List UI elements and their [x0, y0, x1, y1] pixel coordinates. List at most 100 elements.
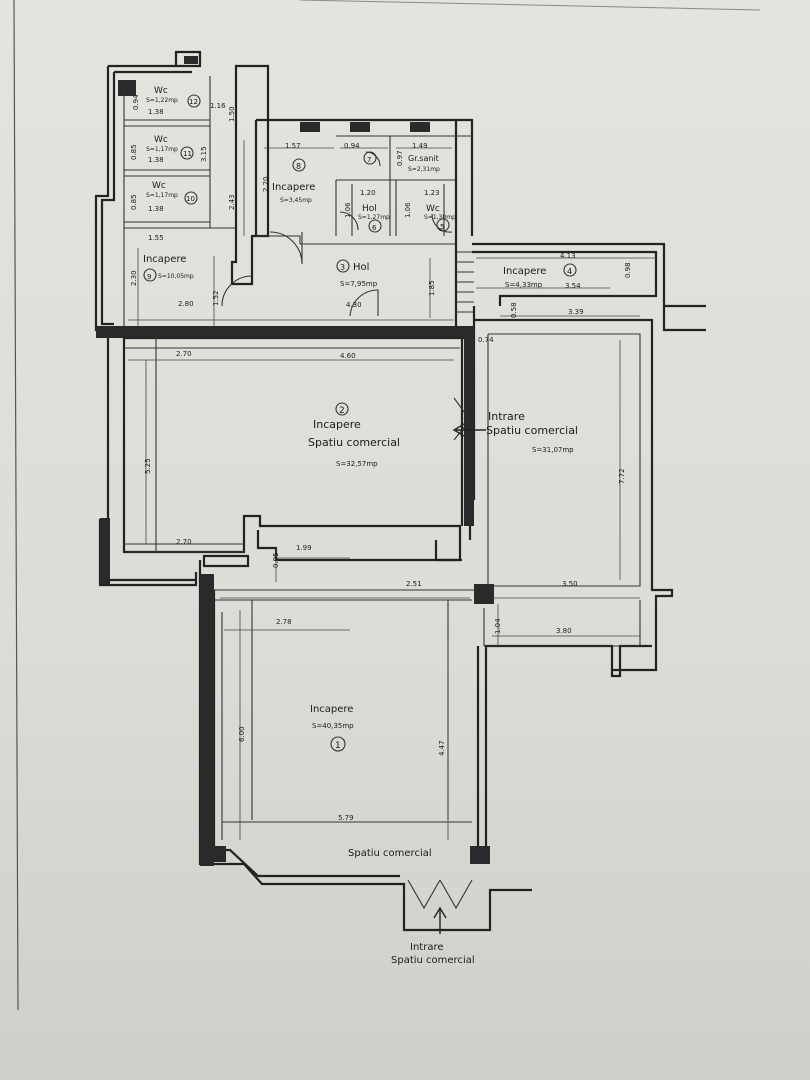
room6-number: 6	[372, 224, 377, 232]
dim-label: 1.38	[148, 205, 164, 213]
room2-number: 2	[339, 406, 345, 416]
dim-label: 5.25	[144, 458, 152, 474]
room6-area: S=1,27mp	[358, 214, 390, 221]
paper-top-line	[299, 0, 761, 11]
room7-number: 7	[367, 156, 371, 164]
room7-name: Gr.sanit	[408, 154, 439, 163]
dim-label: 0.85	[130, 194, 138, 210]
stairs	[456, 251, 474, 313]
dim-label: 1.38	[148, 156, 164, 164]
room2-area: S=32,57mp	[336, 460, 378, 468]
room4-number: 4	[567, 267, 572, 276]
dim-label: 5.79	[338, 814, 354, 822]
room3-name: Hol	[353, 262, 369, 273]
room10-name: Wc	[152, 181, 166, 191]
dim-label: 1.04	[494, 618, 502, 634]
doors	[221, 151, 473, 910]
room13-area: S=31,07mp	[532, 446, 574, 454]
dim-label: 1.52	[212, 290, 220, 306]
dim-label: 3.39	[568, 308, 584, 316]
room4-area: S=4,33mp	[505, 281, 543, 289]
dim-label: 3.50	[562, 580, 578, 588]
dim-label: 1.20	[360, 189, 376, 197]
dim-label: 0.94	[132, 94, 140, 110]
dim-label: 0.95	[272, 552, 280, 568]
dim-label: 1.06	[344, 202, 352, 218]
dim-label: 3.15	[200, 146, 208, 162]
dim-label: 2.80	[178, 300, 194, 308]
room3-number: 3	[340, 263, 345, 272]
dim-label: 0.74	[478, 336, 494, 344]
room4-name: Incapere	[503, 266, 546, 277]
room11-area: S=1,17mp	[146, 146, 178, 153]
dim-label: 2.20	[262, 176, 270, 192]
room-number-circles	[143, 94, 577, 752]
room11-name: Wc	[154, 135, 168, 145]
dim-label: 4.30	[346, 301, 362, 309]
room2-name: Incapere	[313, 418, 361, 431]
room8-area: S=3,45mp	[280, 197, 312, 204]
room5-name: Wc	[426, 204, 440, 214]
dimension-lines	[128, 140, 656, 840]
dim-label: 1.85	[428, 280, 436, 296]
dim-label: 4.13	[560, 252, 576, 260]
room10-number: 10	[186, 195, 195, 203]
dim-label: 1.16	[210, 102, 226, 110]
dim-label: 2.70	[176, 350, 192, 358]
room11-number: 11	[183, 150, 192, 158]
room2-subtitle: Spatiu comercial	[308, 436, 400, 449]
front-label: Spatiu comercial	[348, 848, 432, 859]
dim-label: 0.85	[130, 144, 138, 160]
entrance-bottom-label: Intrare	[410, 942, 444, 953]
room8-name: Incapere	[272, 182, 315, 193]
dim-label: 0.94	[344, 142, 360, 150]
room3-area: S=7,95mp	[340, 280, 378, 288]
dim-label: 2.78	[276, 618, 292, 626]
dim-label: 0.58	[510, 302, 518, 318]
dim-label: 1.99	[296, 544, 312, 552]
room5-number: 5	[440, 223, 444, 231]
entrance-right-label: Intrare	[488, 410, 525, 423]
room10-area: S=1,17mp	[146, 192, 178, 199]
room9-number: 9	[147, 273, 151, 281]
dim-label: 1.57	[285, 142, 301, 150]
solid-walls	[96, 56, 494, 866]
outer-walls	[94, 50, 706, 932]
dim-label: 7.72	[618, 468, 626, 484]
dim-label: 4.47	[438, 740, 446, 756]
paper-edge	[13, 0, 19, 1011]
room1-name: Incapere	[310, 704, 353, 715]
dim-label: 2.43	[228, 194, 236, 210]
room5-area: S=1,30mp	[424, 214, 456, 221]
room12-name: Wc	[154, 86, 168, 96]
room1-number: 1	[335, 741, 341, 751]
dim-label: 1.38	[148, 108, 164, 116]
interior-partitions	[123, 76, 641, 840]
room12-number: 12	[189, 98, 198, 106]
room9-name: Incapere	[143, 254, 186, 265]
dim-label: 3.54	[565, 282, 581, 290]
room13-name: Spatiu comercial	[486, 424, 578, 437]
dim-label: 6.00	[238, 726, 246, 742]
dim-label: 0.97	[396, 150, 404, 166]
dim-label: 2.70	[176, 538, 192, 546]
room9-area: S=10,05mp	[158, 273, 194, 280]
room1-area: S=40,35mp	[312, 722, 354, 730]
dim-label: 1.49	[412, 142, 428, 150]
dim-label: 1.06	[404, 202, 412, 218]
entrance-arrows	[433, 423, 486, 934]
entrance-bottom-sub: Spatiu comercial	[391, 955, 475, 966]
dim-label: 1.50	[228, 106, 236, 122]
dim-label: 3.80	[556, 627, 572, 635]
dim-label: 0.98	[624, 262, 632, 278]
dim-label: 2.30	[130, 270, 138, 286]
dim-label: 1.23	[424, 189, 440, 197]
dim-label: 4.60	[340, 352, 356, 360]
room7-area: S=2,31mp	[408, 166, 440, 173]
room12-area: S=1,22mp	[146, 97, 178, 104]
dim-label: 1.55	[148, 234, 164, 242]
room6-name: Hol	[362, 204, 377, 214]
dim-label: 2.51	[406, 580, 422, 588]
